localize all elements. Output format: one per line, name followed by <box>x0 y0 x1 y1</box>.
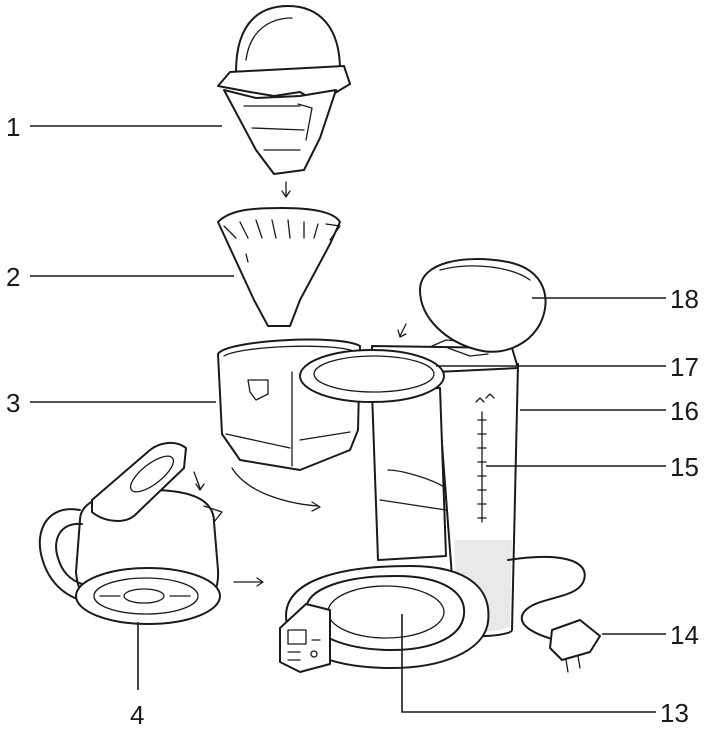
callout-4: 4 <box>130 700 144 730</box>
part-1-filter-holder <box>217 5 351 175</box>
part-4-glass-carafe <box>38 442 223 625</box>
assembly-arrow <box>233 577 264 587</box>
coffee-maker-main-unit <box>279 258 601 673</box>
callout-18: 18 <box>670 284 699 314</box>
control-panel <box>279 603 331 673</box>
leader-13 <box>401 614 656 713</box>
callout-14: 14 <box>670 620 699 650</box>
leader-lines <box>30 125 666 713</box>
callout-17: 17 <box>670 352 699 382</box>
assembly-arrow <box>281 181 291 198</box>
water-level-indicator <box>475 393 495 523</box>
callout-1: 1 <box>6 112 20 142</box>
callout-3: 3 <box>6 388 20 418</box>
callout-16: 16 <box>670 396 699 426</box>
callout-15: 15 <box>670 452 699 482</box>
power-cord-and-plug <box>507 555 601 673</box>
callout-labels: 1 2 3 4 13 14 15 16 17 18 <box>6 112 699 730</box>
part-2-paper-filter <box>217 207 341 327</box>
callout-2: 2 <box>6 262 20 292</box>
callout-13: 13 <box>660 698 689 728</box>
